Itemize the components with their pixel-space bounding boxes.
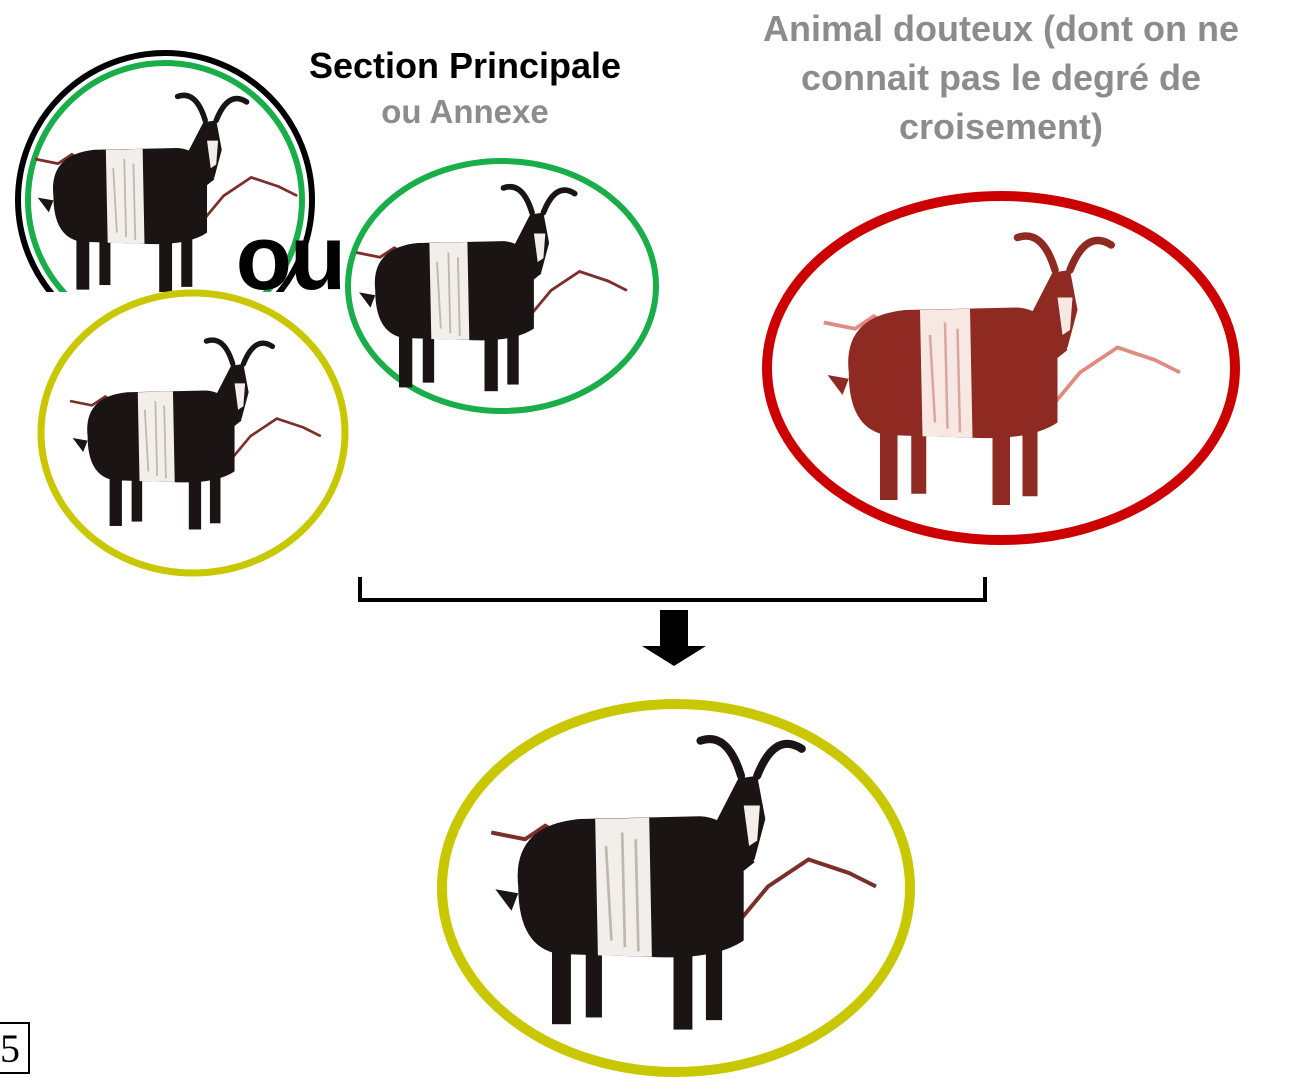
result-goat-circle [437, 699, 915, 1077]
yellow-goat-circle-left [37, 289, 349, 577]
animal-douteux-title: Animal douteux (dont on ne connait pas l… [763, 8, 1239, 147]
annexe-subtitle: ou Annexe [381, 93, 549, 130]
or-label: ou [235, 207, 346, 309]
green-goat-circle [345, 158, 659, 414]
top-left-goat-circle [15, 50, 315, 292]
page-number: 5 [0, 1022, 30, 1074]
bracket-connector [358, 577, 987, 602]
section-principale-title: Section Principale [308, 45, 622, 86]
red-goat-circle [762, 191, 1240, 545]
down-arrow-icon [642, 610, 706, 666]
